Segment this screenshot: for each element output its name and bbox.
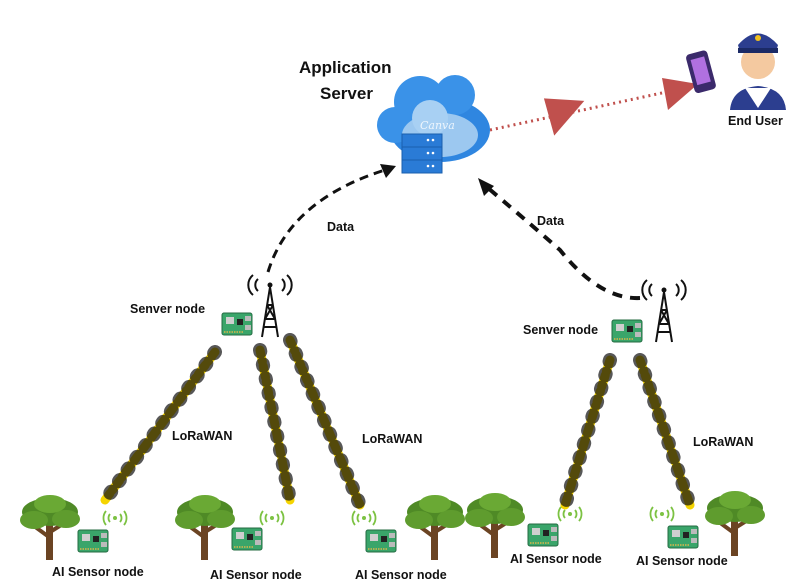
lora-bolt: [253, 343, 297, 507]
sensor-board-icon: [527, 523, 559, 547]
antenna-tower-icon: [641, 279, 687, 343]
sensor-board-icon: [667, 525, 699, 549]
sensor-node: AI Sensor node: [351, 493, 467, 582]
sensor-node-label: AI Sensor node: [52, 565, 144, 579]
data-link-left: [266, 164, 396, 273]
server-node-label: Senver node: [523, 323, 598, 337]
data-link-right: [478, 178, 641, 301]
gateway-board-icon: [611, 319, 643, 343]
end-user-label: End User: [728, 114, 783, 128]
lora-bolt: [283, 333, 367, 512]
tree-icon: [173, 493, 237, 562]
antenna-tower-icon: [247, 274, 293, 338]
tree-icon: [18, 493, 82, 562]
server-title-line2: Server: [320, 84, 373, 103]
server-title-line1: Application: [299, 58, 392, 77]
sensor-node: AI Sensor node: [636, 489, 767, 568]
server-node-left: Senver node: [130, 274, 293, 338]
server-rack-icon: [401, 133, 443, 174]
wireless-signal-icon: [102, 510, 128, 526]
end-user-avatar-icon: [686, 33, 786, 110]
data-label-left: Data: [327, 220, 355, 234]
uplink-arrow: [489, 78, 698, 136]
sensor-board-icon: [365, 529, 397, 553]
tree-icon: [703, 489, 767, 558]
data-label-right: Data: [537, 214, 565, 228]
sensor-node-label: AI Sensor node: [636, 554, 728, 568]
server-node-right: Senver node: [523, 279, 687, 343]
sensor-board-icon: [77, 529, 109, 553]
watermark: Canva: [420, 119, 455, 132]
application-server-cloud-icon: Canva: [377, 75, 490, 174]
sensor-node-label: AI Sensor node: [355, 568, 447, 582]
tree-icon: [463, 491, 527, 560]
server-node-label: Senver node: [130, 302, 205, 316]
wireless-signal-icon: [557, 506, 583, 522]
lora-bolt: [558, 353, 617, 512]
lora-bolt: [633, 353, 697, 512]
sensor-board-icon: [231, 527, 263, 551]
lora-links: [98, 333, 697, 512]
sensor-node: AI Sensor node: [18, 493, 144, 579]
wireless-signal-icon: [649, 506, 675, 522]
sensor-node: AI Sensor node: [463, 491, 602, 566]
lorawan-label: LoRaWAN: [693, 435, 753, 449]
sensor-node: AI Sensor node: [173, 493, 302, 582]
lorawan-label: LoRaWAN: [172, 429, 232, 443]
tree-icon: [403, 493, 467, 562]
wireless-signal-icon: [259, 510, 285, 526]
sensor-node-label: AI Sensor node: [210, 568, 302, 582]
lorawan-label: LoRaWAN: [362, 432, 422, 446]
gateway-board-icon: [221, 312, 253, 336]
wireless-signal-icon: [351, 510, 377, 526]
lora-bolt: [98, 345, 222, 507]
sensor-node-label: AI Sensor node: [510, 552, 602, 566]
